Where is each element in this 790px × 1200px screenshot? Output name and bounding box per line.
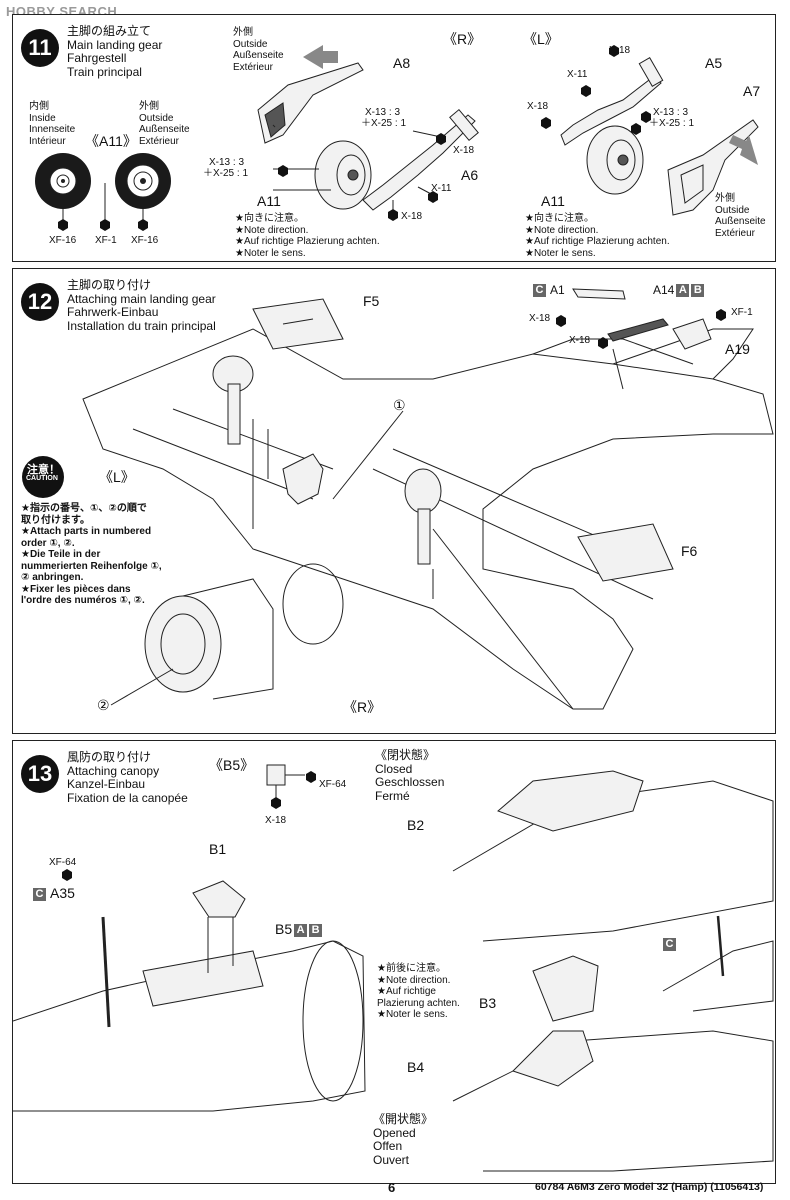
paint-xf16-left: XF-16	[49, 235, 77, 246]
outside-arrow-l-icon	[729, 135, 758, 165]
step-12-illustration	[13, 269, 775, 733]
strut-a6	[363, 110, 478, 210]
gear-door-a8	[258, 63, 363, 143]
gear-cover-f5	[253, 299, 343, 349]
wheel-inside-icon	[35, 153, 91, 209]
part-b5-detail	[267, 765, 316, 809]
caution-icon	[22, 456, 64, 498]
paint-xf64-b: XF-64	[49, 857, 77, 868]
right-side-tag: 《R》	[443, 31, 482, 47]
step-number: 13	[21, 755, 59, 793]
order-1: ①	[393, 397, 406, 413]
part-x13-r2: X-13 : 3	[209, 157, 245, 168]
antenna-inset	[663, 916, 773, 1011]
part-a19: A19	[725, 341, 750, 357]
part-x11-r: X-11	[431, 183, 452, 194]
part-f6: F6	[681, 543, 698, 559]
part-b2: B2	[407, 817, 425, 833]
right-side-tag: 《R》	[343, 699, 382, 715]
left-side-tag: 《L》	[99, 469, 135, 485]
note-direction-r: ★向きに注意。★Note direction.★Auf richtige Pla…	[235, 213, 380, 259]
part-a1-shape	[573, 289, 625, 299]
part-x11-l: X-11	[567, 69, 588, 80]
caution-jp: 注意！	[27, 464, 60, 476]
part-x25-r: ＋X-25 : 1	[361, 118, 407, 129]
step-number: 12	[21, 283, 59, 321]
part-x25-r2: ＋X-25 : 1	[203, 168, 249, 179]
gear-l	[213, 356, 253, 444]
part-a6: A6	[461, 167, 479, 183]
canopy-closed	[453, 771, 773, 941]
page-number: 6	[388, 1180, 396, 1195]
note-direction-l: ★向きに注意。★Note direction.★Auf richtige Pla…	[525, 213, 670, 259]
part-a14-shape	[608, 319, 668, 341]
b5-tag: 《B5》	[209, 757, 255, 773]
part-x13-r: X-13 : 3	[365, 107, 401, 118]
step-13-illustration	[13, 741, 775, 1183]
product-code: 60784 A6M3 Zero Model 32 (Hamp) (1105641…	[535, 1181, 764, 1193]
wheel-a11-l	[587, 126, 643, 194]
part-x18-l1: X-18	[609, 45, 631, 56]
paint-x18: X-18	[265, 815, 287, 826]
step-11-illustration	[35, 45, 775, 231]
inset-c-badge: C	[663, 937, 680, 952]
outside-arrow-icon	[303, 45, 338, 69]
engine-cowling	[145, 564, 343, 699]
part-x18-r2: X-18	[401, 211, 423, 222]
part-x18-r1: X-18	[453, 145, 475, 156]
order-2: ②	[97, 697, 110, 713]
part-b1: B1	[209, 841, 227, 857]
part-a11-r: A11	[257, 193, 281, 209]
paint-xf16-right: XF-16	[131, 235, 159, 246]
windscreen-b1	[193, 881, 245, 917]
part-x18-l2: X-18	[527, 101, 549, 112]
part-f5: F5	[363, 293, 380, 309]
antenna-a35	[103, 917, 109, 1027]
fuselage-left	[13, 941, 365, 1111]
paint-x18-b: X-18	[569, 335, 591, 346]
part-x25-l: ＋X-25 : 1	[649, 118, 695, 129]
gear-cover-f6	[578, 524, 673, 581]
part-x13-l: X-13 : 3	[653, 107, 689, 118]
part-a7: A7	[743, 83, 761, 99]
paint-x18-a: X-18	[529, 313, 551, 324]
part-a5: A5	[705, 55, 723, 71]
wheel-outside-icon	[115, 153, 171, 209]
part-a19-shape	[673, 319, 711, 349]
paint-xf1: XF-1	[731, 307, 753, 318]
left-side-tag: 《L》	[523, 31, 559, 47]
paint-xf1: XF-1	[95, 235, 117, 246]
wheel-a11-r	[315, 141, 371, 209]
part-a11-l: A11	[541, 193, 565, 209]
part-a8: A8	[393, 55, 411, 71]
part-b3: B3	[479, 995, 497, 1011]
a11-title: 《A11》	[85, 133, 137, 149]
gear-door-1	[283, 454, 323, 504]
part-b4: B4	[407, 1059, 425, 1075]
gear-r	[405, 469, 441, 564]
caution-en: CAUTION	[26, 475, 58, 482]
step-number: 11	[21, 29, 59, 67]
strut-a5	[561, 58, 663, 145]
caution-text: ★指示の番号、①、②の順で取り付けます。★Attach parts in num…	[21, 503, 162, 606]
paint-xf64-a: XF-64	[319, 779, 347, 790]
canopy-open	[453, 956, 773, 1171]
